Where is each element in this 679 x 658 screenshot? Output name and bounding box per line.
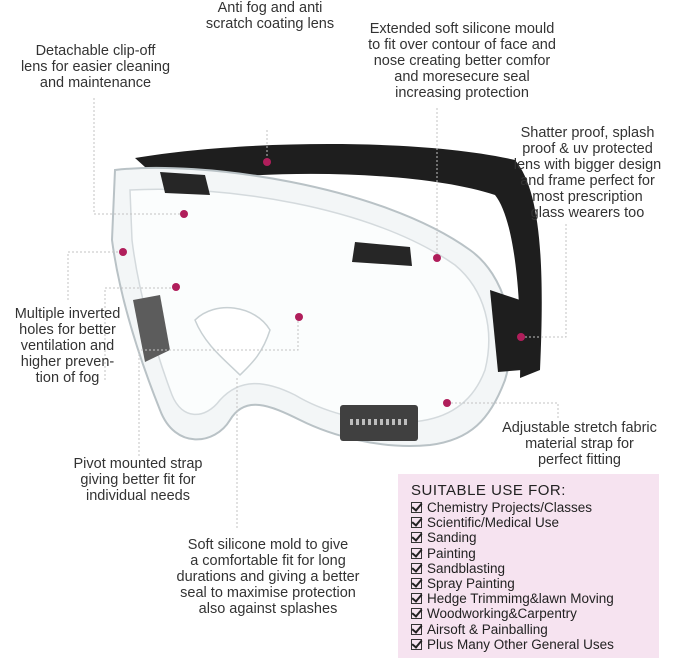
list-item: Painting bbox=[411, 546, 614, 561]
checkbox-icon bbox=[411, 623, 422, 635]
marker-dot bbox=[172, 283, 180, 291]
list-item: Spray Painting bbox=[411, 576, 614, 591]
suitable-use-title: SUITABLE USE FOR: bbox=[411, 482, 566, 499]
checkbox-icon bbox=[411, 532, 422, 544]
marker-dot bbox=[443, 399, 451, 407]
callout-anti-fog: Anti fog and anti scratch coating lens bbox=[205, 0, 335, 32]
checkbox-icon bbox=[411, 578, 422, 590]
bottom-vent bbox=[340, 405, 418, 441]
callout-vent-holes: Multiple inverted holes for better venti… bbox=[14, 306, 121, 386]
checkbox-icon bbox=[411, 562, 422, 574]
marker-dot bbox=[180, 210, 188, 218]
list-item: Chemistry Projects/Classes bbox=[411, 500, 614, 515]
goggle-lens bbox=[129, 188, 490, 423]
side-vent-left bbox=[133, 295, 170, 362]
callout-silicone-mould: Extended soft silicone mould to fit over… bbox=[368, 21, 556, 101]
list-item: Hedge Trimmimg&lawn Moving bbox=[411, 591, 614, 606]
checkbox-icon bbox=[411, 547, 422, 559]
checkbox-icon bbox=[411, 638, 422, 650]
callout-strap: Adjustable stretch fabric material strap… bbox=[502, 420, 657, 468]
checkbox-icon bbox=[411, 502, 422, 514]
list-item: Airsoft & Painballing bbox=[411, 622, 614, 637]
marker-dot bbox=[119, 248, 127, 256]
list-item: Plus Many Other General Uses bbox=[411, 637, 614, 652]
callout-shatter-proof: Shatter proof, splash proof & uv protect… bbox=[513, 125, 662, 221]
callout-soft-mold: Soft silicone mold to give a comfortable… bbox=[176, 537, 360, 617]
list-item: Woodworking&Carpentry bbox=[411, 606, 614, 621]
strap-end-right bbox=[490, 290, 522, 372]
marker-dot bbox=[517, 333, 525, 341]
callout-pivot: Pivot mounted strap giving better fit fo… bbox=[73, 456, 203, 504]
suitable-use-list: Chemistry Projects/Classes Scientific/Me… bbox=[411, 500, 614, 652]
marker-dot bbox=[433, 254, 441, 262]
list-item: Scientific/Medical Use bbox=[411, 515, 614, 530]
list-item: Sandblasting bbox=[411, 561, 614, 576]
list-item: Sanding bbox=[411, 530, 614, 545]
strap-clip-left bbox=[160, 172, 210, 195]
marker-dot bbox=[295, 313, 303, 321]
callout-clip-off-lens: Detachable clip-off lens for easier clea… bbox=[20, 43, 171, 91]
strap-clip-right bbox=[352, 242, 412, 266]
checkbox-icon bbox=[411, 517, 422, 529]
nose-bridge bbox=[194, 306, 271, 377]
checkbox-icon bbox=[411, 608, 422, 620]
checkbox-icon bbox=[411, 593, 422, 605]
suitable-use-panel bbox=[398, 474, 659, 658]
marker-dot bbox=[263, 158, 271, 166]
